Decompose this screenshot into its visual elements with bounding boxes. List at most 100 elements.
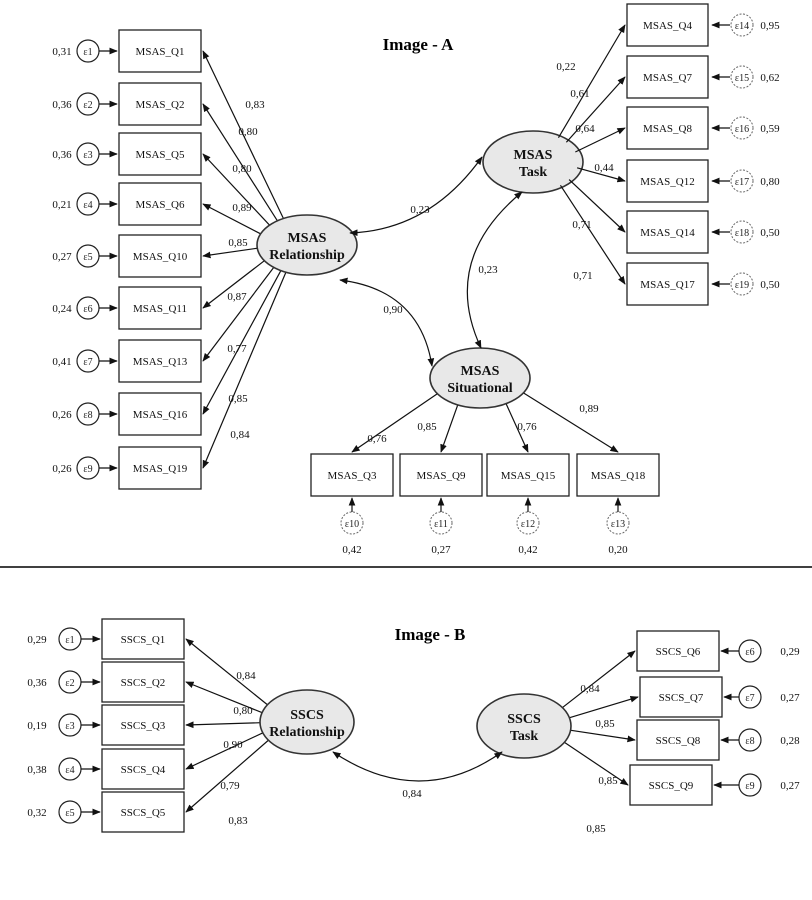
loading-arrow bbox=[202, 271, 287, 469]
indicator-label: SSCS_Q4 bbox=[121, 764, 166, 776]
loading-value: 0,89 bbox=[232, 202, 252, 214]
error-variance: 0,21 bbox=[52, 199, 71, 211]
error-term: ε5 bbox=[76, 244, 100, 268]
correlation-value: 0,84 bbox=[402, 788, 422, 800]
error-symbol: ε17 bbox=[735, 177, 749, 188]
indicator-label: SSCS_Q3 bbox=[121, 720, 166, 732]
error-term: ε13 bbox=[606, 511, 630, 535]
latent-label-line2: Situational bbox=[447, 381, 512, 396]
error-variance: 0,50 bbox=[760, 227, 780, 239]
error-term: ε7 bbox=[76, 349, 100, 373]
error-symbol: ε8 bbox=[83, 410, 92, 421]
error-symbol: ε10 bbox=[345, 519, 359, 530]
loading-arrow bbox=[185, 731, 265, 770]
error-symbol: ε15 bbox=[735, 73, 749, 84]
indicator-box: MSAS_Q1 bbox=[118, 29, 202, 73]
indicator-label: SSCS_Q6 bbox=[656, 646, 701, 658]
error-term: ε12 bbox=[516, 511, 540, 535]
error-symbol: ε7 bbox=[745, 693, 754, 704]
indicator-box: MSAS_Q6 bbox=[118, 182, 202, 226]
error-variance: 0,26 bbox=[52, 409, 72, 421]
error-term: ε18 bbox=[730, 220, 754, 244]
error-variance: 0,59 bbox=[760, 123, 780, 135]
error-term: ε9 bbox=[76, 456, 100, 480]
error-variance: 0,19 bbox=[27, 720, 47, 732]
loading-value: 0,79 bbox=[220, 780, 240, 792]
error-term: ε3 bbox=[76, 142, 100, 166]
error-symbol: ε1 bbox=[83, 47, 92, 58]
indicator-box: SSCS_Q5 bbox=[101, 791, 185, 833]
latent-ellipse bbox=[476, 693, 572, 759]
indicator-label: MSAS_Q8 bbox=[643, 123, 692, 135]
loading-arrow bbox=[202, 153, 271, 226]
loading-arrow bbox=[202, 247, 259, 259]
error-term: ε8 bbox=[76, 402, 100, 426]
error-variance: 0,50 bbox=[760, 279, 780, 291]
error-term: ε16 bbox=[730, 116, 754, 140]
latent-label-line1: MSAS bbox=[514, 148, 553, 163]
indicator-box: MSAS_Q13 bbox=[118, 339, 202, 383]
error-term: ε8 bbox=[738, 728, 762, 752]
error-symbol: ε2 bbox=[65, 678, 74, 689]
indicator-label: MSAS_Q17 bbox=[640, 279, 695, 291]
indicator-box: MSAS_Q19 bbox=[118, 446, 202, 490]
loading-value: 0,85 bbox=[417, 421, 437, 433]
error-variance: 0,27 bbox=[780, 692, 800, 704]
image-a-title: Image - A bbox=[383, 35, 455, 54]
indicator-box: MSAS_Q5 bbox=[118, 132, 202, 176]
indicator-box: SSCS_Q7 bbox=[639, 676, 723, 718]
loading-value: 0,71 bbox=[572, 219, 591, 231]
error-symbol: ε8 bbox=[745, 736, 754, 747]
loading-value: 0,71 bbox=[573, 270, 592, 282]
indicator-box: MSAS_Q17 bbox=[626, 262, 709, 306]
loading-arrow bbox=[568, 179, 626, 233]
error-term: ε6 bbox=[738, 639, 762, 663]
indicator-label: SSCS_Q2 bbox=[121, 677, 166, 689]
error-variance: 0,38 bbox=[27, 764, 47, 776]
loading-arrow bbox=[559, 185, 626, 285]
error-term: ε4 bbox=[58, 757, 82, 781]
loading-value: 0,84 bbox=[230, 429, 250, 441]
loading-value: 0,85 bbox=[595, 718, 615, 730]
error-term: ε15 bbox=[730, 65, 754, 89]
error-symbol: ε19 bbox=[735, 280, 749, 291]
latent-ellipse bbox=[256, 214, 358, 276]
latent-ellipse bbox=[259, 689, 355, 755]
error-variance: 0,31 bbox=[52, 46, 71, 58]
loading-arrow bbox=[565, 728, 636, 743]
loading-value: 0,61 bbox=[570, 88, 589, 100]
error-variance: 0,28 bbox=[780, 735, 800, 747]
error-symbol: ε12 bbox=[521, 519, 535, 530]
indicator-label: MSAS_Q16 bbox=[133, 409, 188, 421]
error-variance: 0,24 bbox=[52, 303, 72, 315]
error-symbol: ε13 bbox=[611, 519, 625, 530]
loading-arrow bbox=[202, 270, 282, 415]
indicator-box: MSAS_Q12 bbox=[626, 159, 709, 203]
indicator-label: SSCS_Q9 bbox=[649, 780, 694, 792]
error-term: ε17 bbox=[730, 169, 754, 193]
indicator-box: SSCS_Q9 bbox=[629, 764, 713, 806]
latent-label-line1: MSAS bbox=[288, 231, 327, 246]
indicator-label: MSAS_Q5 bbox=[136, 149, 185, 161]
error-variance: 0,42 bbox=[342, 544, 361, 556]
error-term: ε11 bbox=[429, 511, 453, 535]
latent-msas-situational: MSAS Situational bbox=[429, 347, 531, 409]
indicator-label: MSAS_Q4 bbox=[643, 20, 692, 32]
indicator-box: MSAS_Q7 bbox=[626, 55, 709, 99]
latent-label-line1: SSCS bbox=[507, 712, 541, 727]
loading-arrow bbox=[185, 721, 261, 729]
loading-arrow bbox=[202, 50, 285, 219]
loading-value: 0,80 bbox=[238, 126, 258, 138]
loading-arrow bbox=[575, 127, 626, 153]
indicator-box: MSAS_Q10 bbox=[118, 234, 202, 278]
correlation-task-situational bbox=[466, 191, 523, 349]
latent-label-line1: MSAS bbox=[461, 364, 500, 379]
indicator-box: SSCS_Q8 bbox=[636, 719, 720, 761]
error-variance: 0,26 bbox=[52, 463, 72, 475]
indicator-label: MSAS_Q9 bbox=[417, 470, 466, 482]
indicator-label: MSAS_Q13 bbox=[133, 356, 188, 368]
error-symbol: ε6 bbox=[83, 304, 92, 315]
error-symbol: ε4 bbox=[83, 200, 92, 211]
